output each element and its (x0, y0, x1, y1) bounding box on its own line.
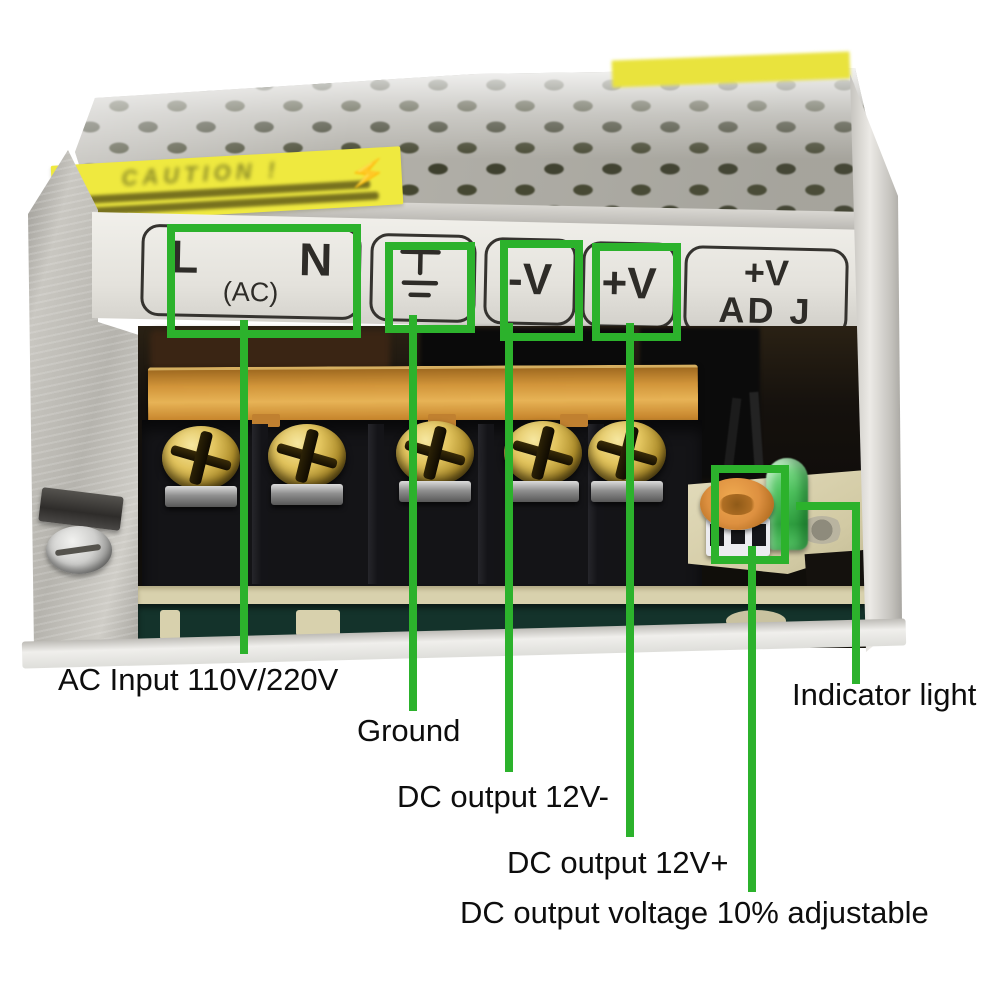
pot-notch (752, 524, 766, 546)
earth-ground-icon (400, 249, 441, 298)
callout-label-dc-minus: DC output 12V- (397, 779, 609, 814)
terminal-clamp (165, 486, 237, 507)
annotation-box-ac-terminals (167, 224, 361, 338)
pcb-notch (296, 610, 340, 636)
terminal-label-plate-ground (369, 232, 477, 324)
annotation-line-ac-input (240, 320, 248, 654)
annotation-line-minus-v (505, 323, 513, 772)
case-screw (46, 526, 112, 574)
terminal-label-plate-adj: +V AD J (683, 245, 849, 338)
divider-fin (368, 424, 384, 584)
callout-label-indicator: Indicator light (792, 677, 977, 712)
annotation-line-plus-v (626, 323, 634, 837)
terminal-screw (396, 421, 474, 485)
lightning-icon: ⚡ (345, 154, 388, 193)
pcb-notch (160, 610, 180, 640)
terminal-clamp (271, 484, 343, 505)
terminal-screw (268, 424, 346, 488)
callout-label-adjustable: DC output voltage 10% adjustable (460, 895, 929, 930)
annotation-line-ground (409, 315, 417, 711)
annotation-line-adjustable (748, 546, 756, 892)
terminal-cover-orange (147, 364, 699, 429)
annotation-line-indicator-horizontal (796, 502, 860, 510)
pcb-edge-beige (138, 586, 868, 606)
terminal-screw (504, 421, 582, 485)
terminal-clamp (399, 481, 471, 502)
pot-notch (731, 530, 745, 544)
annotation-box-minus-v (500, 240, 583, 341)
terminal-screw (162, 426, 240, 490)
divider-fin (252, 424, 268, 584)
annotation-box-ground (385, 242, 475, 333)
front-label-strip (92, 212, 872, 334)
callout-label-ground: Ground (357, 713, 461, 748)
annotation-line-indicator-vertical (852, 502, 860, 684)
callout-label-dc-plus: DC output 12V+ (507, 845, 729, 880)
annotation-box-plus-v (592, 243, 681, 341)
callout-label-ac-input: AC Input 110V/220V (58, 662, 339, 697)
cover-tab (252, 414, 280, 427)
divider-fin (478, 424, 494, 584)
terminal-clamp (507, 481, 579, 502)
cover-tab (560, 414, 588, 427)
